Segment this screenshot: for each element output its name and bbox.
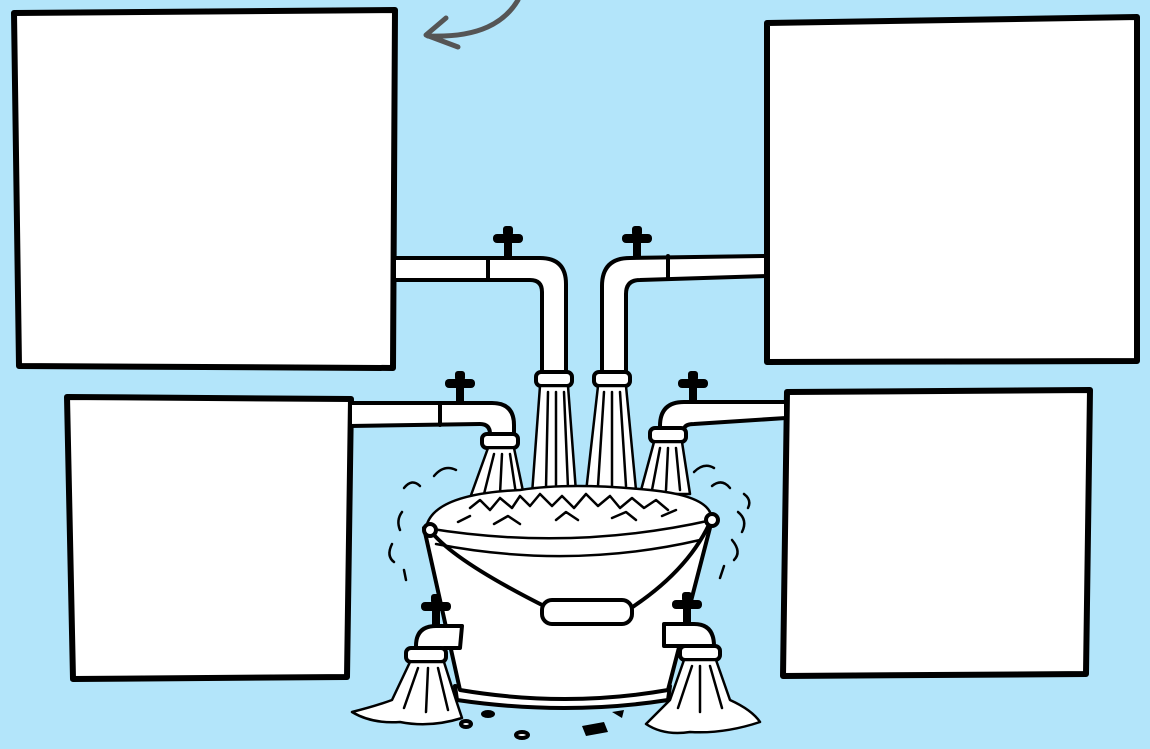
faucet-icon (445, 371, 475, 403)
faucet-icon (622, 226, 652, 258)
faucet-icon (421, 594, 451, 626)
water-splash-icon (388, 464, 751, 582)
inflow-pipe-top-right (592, 226, 768, 388)
inflow-pipe-bottom-right (648, 371, 788, 444)
faucet-icon (672, 592, 702, 624)
input-box-top-left[interactable] (11, 7, 398, 371)
input-box-top-right[interactable] (764, 14, 1140, 365)
inflow-pipe-bottom-left (348, 371, 520, 450)
faucet-icon (493, 226, 523, 258)
puddle-droplets (459, 710, 624, 740)
bucket-icon (422, 484, 720, 710)
outflow-tap-left (350, 594, 464, 726)
inflow-pipe-top-left (392, 226, 574, 388)
outflow-tap-right (644, 592, 762, 735)
curved-arrow-icon (423, 0, 521, 50)
input-box-bottom-right[interactable] (780, 387, 1093, 679)
faucet-icon (678, 371, 708, 403)
input-box-bottom-left[interactable] (64, 394, 354, 682)
